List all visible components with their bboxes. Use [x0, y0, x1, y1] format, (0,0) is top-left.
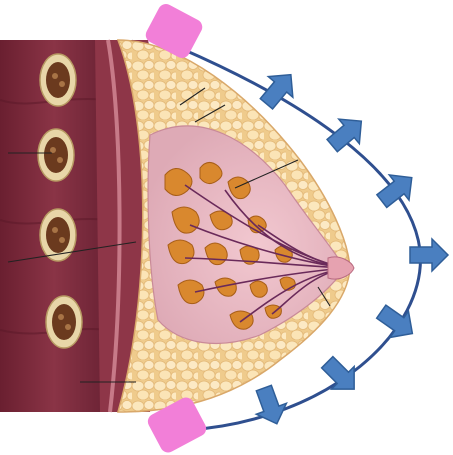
rib	[40, 209, 76, 261]
arrow	[249, 383, 292, 430]
rib	[40, 54, 76, 106]
rib	[38, 129, 74, 181]
arrow	[316, 351, 365, 400]
rib	[46, 296, 82, 348]
arrow	[372, 299, 421, 347]
nipple	[328, 257, 354, 279]
arrow	[322, 109, 372, 158]
arrow	[410, 239, 448, 271]
